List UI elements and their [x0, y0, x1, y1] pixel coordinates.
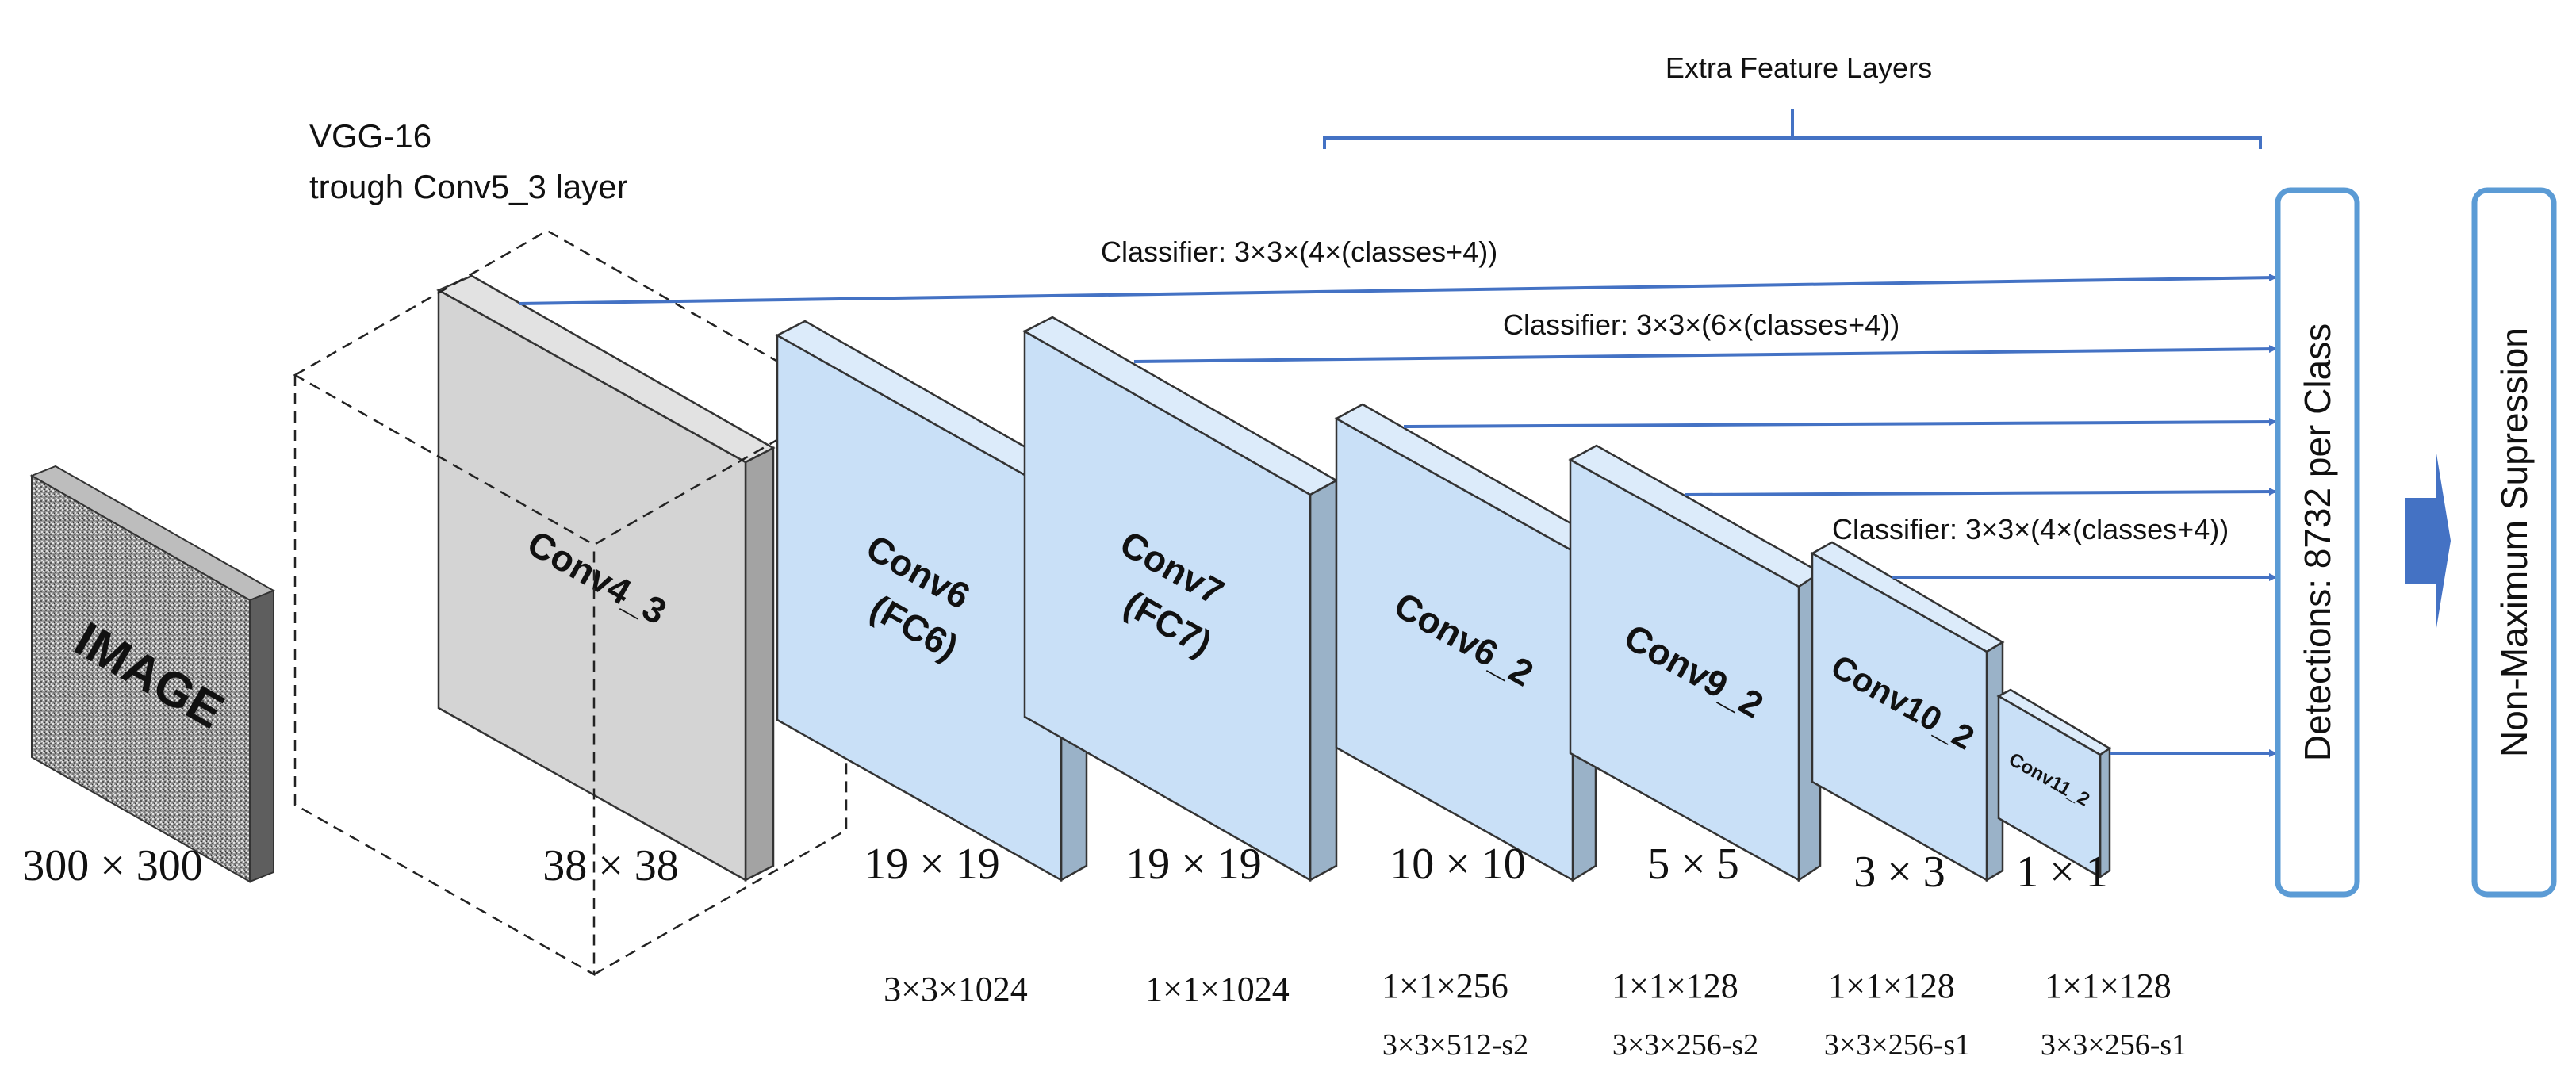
classifier-label-2: Classifier: 3×3×(6×(classes+4)) — [1503, 308, 1899, 341]
conv6-size: 19 × 19 — [864, 840, 1000, 889]
classifier-label-3: Classifier: 3×3×(4×(classes+4)) — [1832, 513, 2229, 545]
vgg-subtitle: trough Conv5_3 layer — [309, 168, 628, 205]
conv7-kernel: 1×1×1024 — [1145, 970, 1290, 1009]
classifier-arrows — [519, 274, 2277, 757]
nms-box: Non-Maximum Supression — [2471, 187, 2557, 898]
conv8-2-kernel1: 1×1×256 — [1382, 966, 1508, 1005]
conv9-2-block: Conv9_2 — [1568, 444, 1823, 882]
conv10-2-size: 3 × 3 — [1853, 848, 1945, 897]
arrow-conv4-3 — [519, 274, 2277, 305]
conv9-2-kernel1: 1×1×128 — [1612, 966, 1738, 1005]
conv7-block: Conv7 (FC7) — [1022, 316, 1339, 882]
conv10-2-kernel1: 1×1×128 — [1828, 966, 1955, 1005]
arrow-conv8-2 — [1403, 418, 2277, 428]
detections-label: Detections: 8732 per Class — [2297, 323, 2338, 761]
conv6-block: Conv6 (FC6) — [775, 320, 1089, 882]
conv7-size: 19 × 19 — [1125, 840, 1262, 889]
image-block: IMAGE — [29, 465, 276, 883]
classifier-label-1: Classifier: 3×3×(4×(classes+4)) — [1101, 235, 1497, 268]
extra-feature-layers-bracket — [1323, 109, 2262, 149]
arrow-conv7 — [1133, 345, 2277, 363]
conv9-2-size: 5 × 5 — [1647, 840, 1739, 889]
conv11-2-size: 1 × 1 — [2016, 848, 2108, 897]
extra-feature-layers-label: Extra Feature Layers — [1666, 52, 1932, 84]
image-size: 300 × 300 — [22, 841, 203, 890]
vgg-dashed-cube — [293, 229, 849, 977]
conv11-2-kernel2: 3×3×256-s1 — [2041, 1028, 2187, 1062]
detections-box: Detections: 8732 per Class — [2275, 187, 2360, 898]
vgg-title: VGG-16 — [309, 117, 431, 155]
nms-arrow-icon — [2405, 454, 2451, 628]
conv10-2-kernel2: 3×3×256-s1 — [1824, 1028, 1970, 1062]
conv11-2-kernel1: 1×1×128 — [2045, 966, 2172, 1005]
conv9-2-kernel2: 3×3×256-s2 — [1612, 1028, 1758, 1062]
big-arrow-shape — [2406, 454, 2448, 487]
conv11-2-block: Conv11_2 — [1996, 688, 2112, 879]
arrow-conv9-2 — [1685, 488, 2277, 496]
conv8-2-size: 10 × 10 — [1390, 840, 1526, 889]
conv6-kernel: 3×3×1024 — [884, 970, 1028, 1009]
conv8-2-kernel2: 3×3×512-s2 — [1382, 1028, 1528, 1062]
conv8-2-block: Conv6_2 — [1334, 403, 1598, 882]
conv10-2-block: Conv10_2 — [1810, 541, 2005, 882]
nms-label: Non-Maximum Supression — [2494, 327, 2535, 757]
conv4-3-size: 38 × 38 — [542, 841, 679, 890]
conv4-3-block: Conv4_3 — [436, 274, 776, 882]
